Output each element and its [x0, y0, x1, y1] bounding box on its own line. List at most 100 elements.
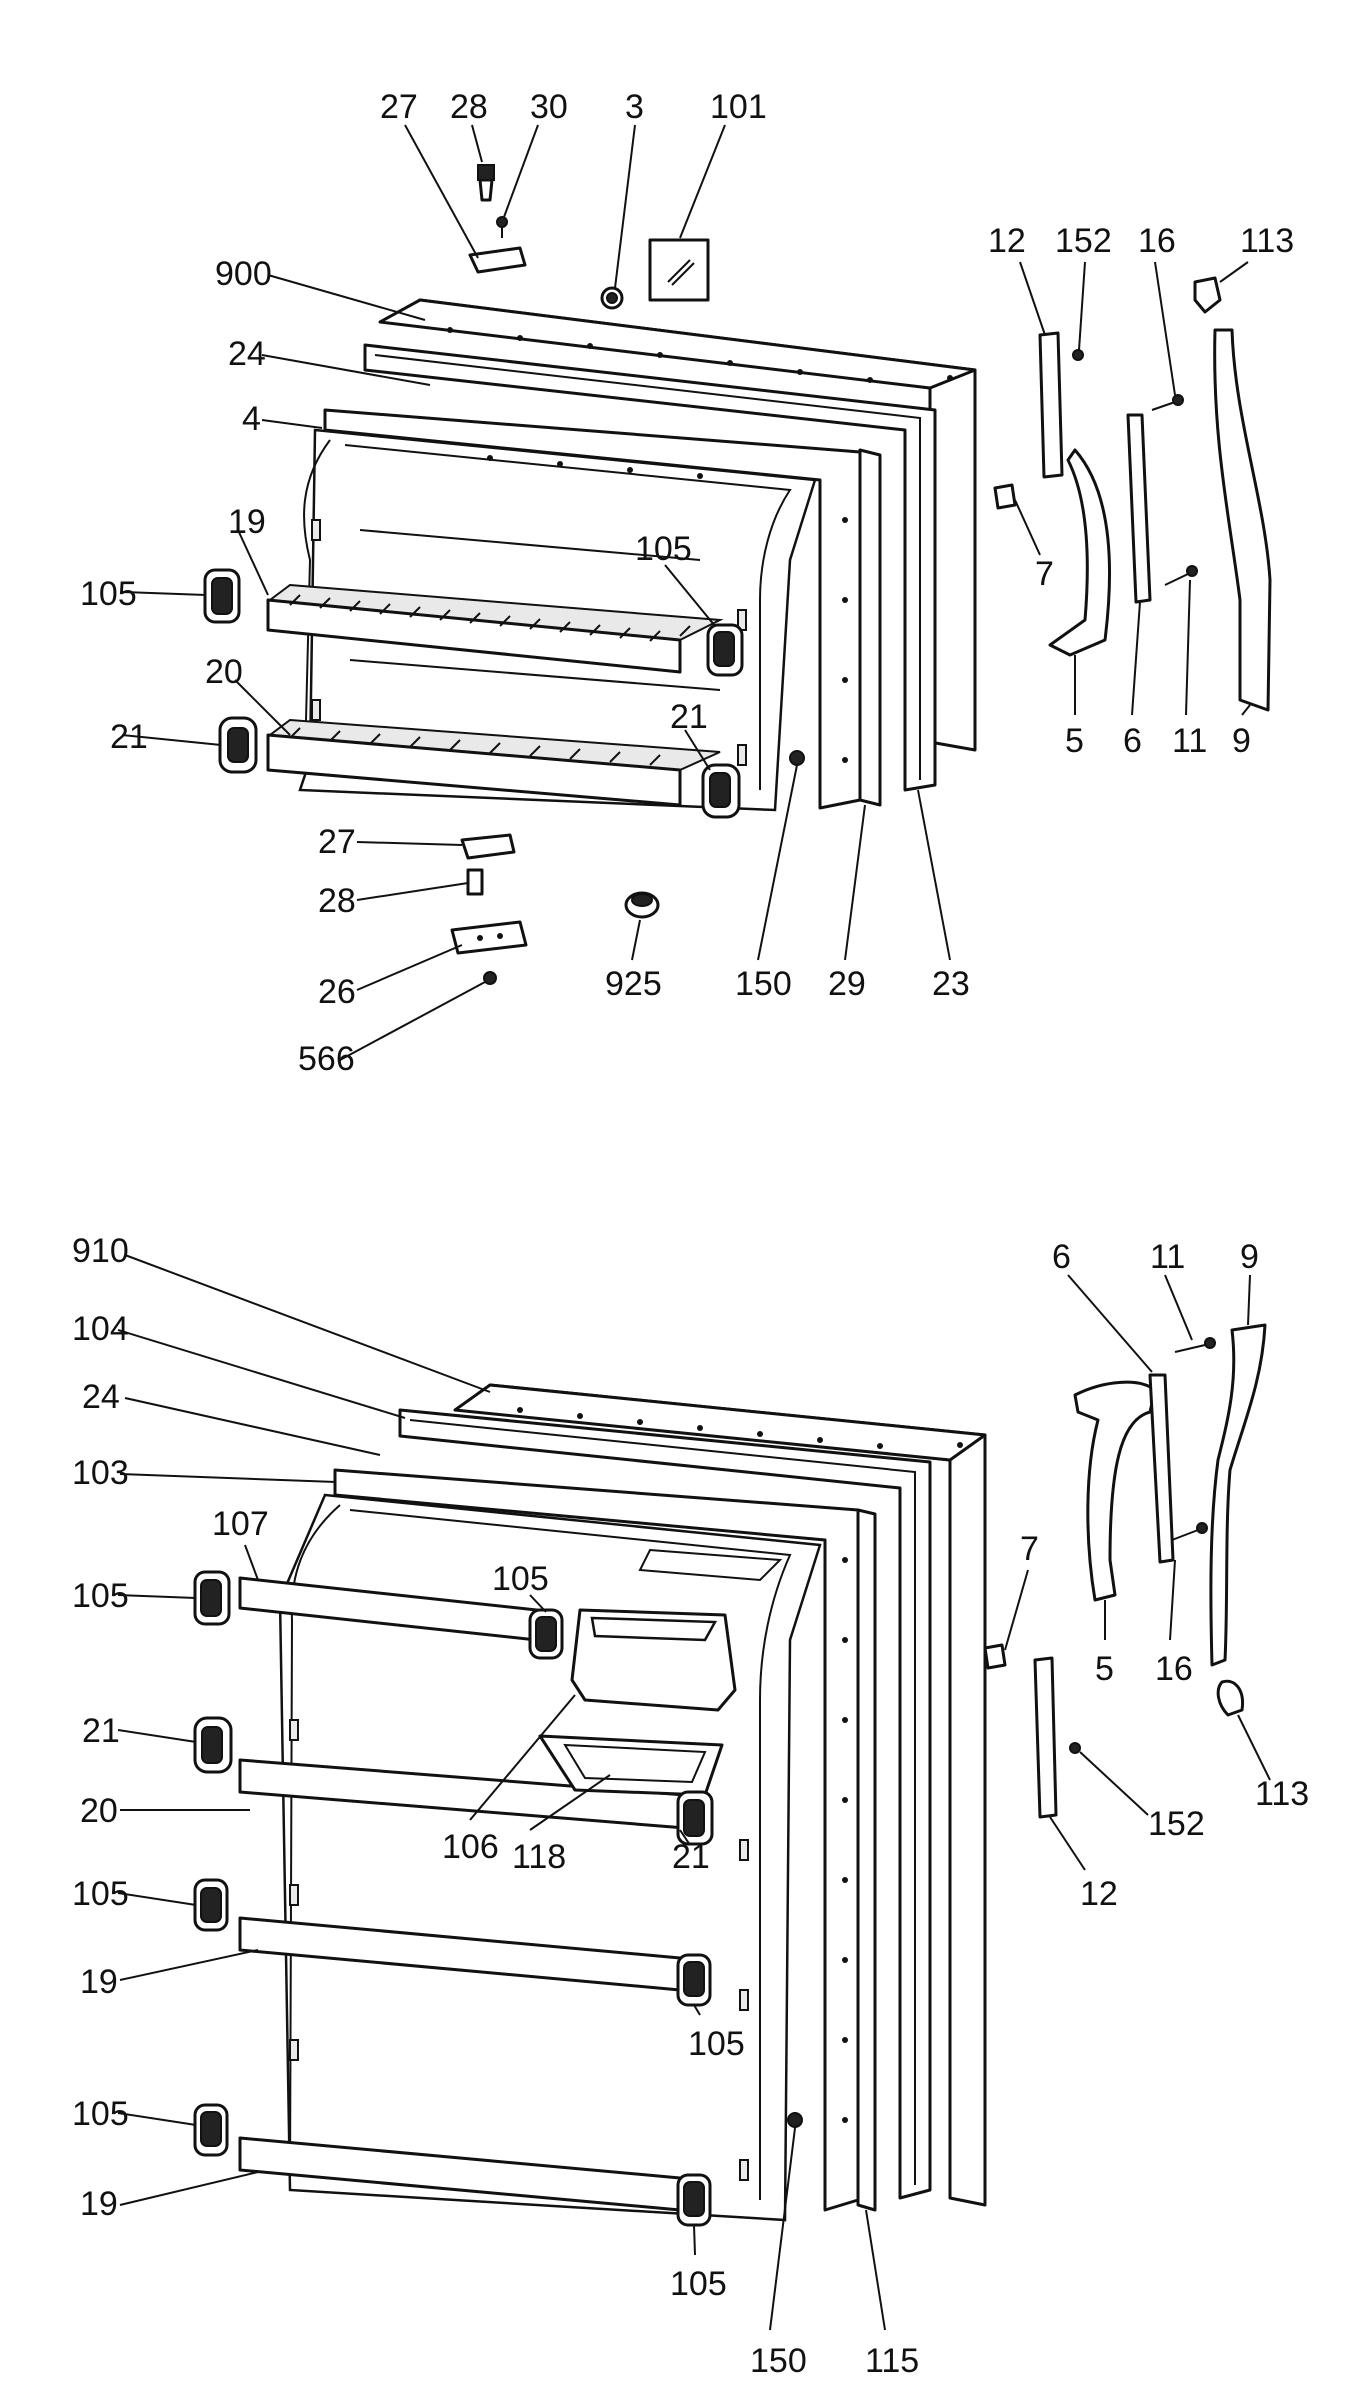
- lower-door-assembly: [117, 1254, 1271, 2331]
- screw-152-lower: [1069, 1742, 1081, 1754]
- callout-16-lower: 16: [1155, 1650, 1193, 1688]
- callout-30: 30: [530, 88, 568, 126]
- callout-152-lower: 152: [1148, 1805, 1205, 1843]
- handle-trim-9: [1213, 328, 1272, 712]
- callout-152: 152: [1055, 222, 1112, 260]
- trim-6-lower: [1148, 1373, 1175, 1564]
- callout-105-l4: 105: [72, 2095, 129, 2133]
- screw-566: [483, 971, 497, 985]
- callout-150-lower: 150: [750, 2342, 807, 2380]
- screw-150: [789, 750, 805, 766]
- callout-11: 11: [1172, 722, 1207, 760]
- callout-19-l2: 19: [80, 2185, 118, 2223]
- callout-12-lower: 12: [1080, 1875, 1118, 1913]
- callout-9: 9: [1232, 722, 1251, 760]
- callout-27: 27: [380, 88, 418, 126]
- shelf-end-cap-105b: [706, 623, 744, 677]
- callout-105-l6: 105: [670, 2265, 727, 2303]
- screw-30: [496, 216, 508, 238]
- callout-5-lower: 5: [1095, 1650, 1114, 1688]
- callout-4: 4: [242, 400, 261, 438]
- callout-104: 104: [72, 1310, 129, 1348]
- callout-7: 7: [1035, 555, 1054, 593]
- callout-28: 28: [450, 88, 488, 126]
- callout-150: 150: [735, 965, 792, 1003]
- cap-113: [1193, 276, 1222, 314]
- callout-113: 113: [1240, 222, 1294, 260]
- handle-bracket-12: [1038, 331, 1064, 479]
- handle-5: [1048, 448, 1112, 657]
- screw-16: [1151, 394, 1184, 411]
- callout-103: 103: [72, 1454, 129, 1492]
- callout-29: 29: [828, 965, 866, 1003]
- screw-16-lower: [1171, 1522, 1208, 1541]
- outer-door-panel-910: [453, 1383, 987, 2207]
- screw-11-lower: [1174, 1337, 1216, 1353]
- door-gasket-104: [398, 1408, 932, 2200]
- label-card-101: [648, 238, 710, 302]
- callout-105-a: 105: [80, 575, 137, 613]
- door-shelf-lower: [266, 718, 721, 807]
- callout-21-l1: 21: [82, 1712, 120, 1750]
- callout-16: 16: [1138, 222, 1176, 260]
- callout-925: 925: [605, 965, 662, 1003]
- callout-28-lower: 28: [318, 882, 356, 920]
- callout-105-l2: 105: [492, 1560, 549, 1598]
- callout-9-lower: 9: [1240, 1238, 1259, 1276]
- screw-150-lower: [787, 2112, 803, 2128]
- hinge-block-7-lower: [983, 1643, 1007, 1670]
- leader-lines-lower: [117, 1254, 1271, 2331]
- callout-115: 115: [865, 2342, 919, 2380]
- inner-door-liner-103: [278, 1468, 860, 2222]
- callout-105-l1: 105: [72, 1577, 129, 1615]
- callout-27-lower: 27: [318, 823, 356, 861]
- callout-19-l1: 19: [80, 1963, 118, 2001]
- upper-door-assembly: [121, 124, 1272, 1061]
- leader-lines-upper: [121, 124, 1251, 1061]
- hinge-block-7: [993, 483, 1017, 510]
- end-cap-105-a: [193, 1570, 231, 1626]
- handle-bracket-12-lower: [1033, 1656, 1058, 1819]
- hinge-plate-26: [450, 920, 528, 955]
- shelf-end-cap-105: [203, 568, 241, 624]
- callout-105-b: 105: [635, 530, 692, 568]
- plug-3: [600, 286, 624, 310]
- trim-6: [1126, 413, 1152, 604]
- door-gasket: [363, 343, 937, 792]
- callout-106: 106: [442, 1828, 499, 1866]
- screw-152: [1072, 349, 1084, 361]
- callout-6-lower: 6: [1052, 1238, 1071, 1276]
- handle-trim-9-lower: [1209, 1323, 1267, 1667]
- callout-21-a: 21: [110, 718, 148, 756]
- callout-20: 20: [205, 653, 243, 691]
- callout-101: 101: [710, 88, 767, 126]
- callout-19: 19: [228, 503, 266, 541]
- end-cap-105-b: [528, 1608, 564, 1660]
- end-cap-21-a: [193, 1716, 233, 1774]
- end-cap-105-d: [676, 1953, 712, 2007]
- bottom-hinge-bracket: [460, 833, 516, 860]
- end-cap-105-e: [193, 2103, 229, 2157]
- cap-113-lower: [1216, 1679, 1245, 1717]
- shelf-end-cap-21: [218, 716, 258, 774]
- callout-11-lower: 11: [1150, 1238, 1185, 1276]
- callout-24-lower: 24: [82, 1378, 120, 1416]
- top-hinge-bracket: [468, 246, 527, 274]
- callout-118: 118: [512, 1838, 566, 1876]
- plug-925: [624, 891, 660, 919]
- callout-105-l5: 105: [688, 2025, 745, 2063]
- breaker-strip: [858, 448, 882, 807]
- callout-3: 3: [625, 88, 644, 126]
- screw-11: [1164, 565, 1198, 586]
- callout-566: 566: [298, 1040, 355, 1078]
- shelf-end-cap-21b: [701, 763, 741, 819]
- end-cap-21-b: [676, 1790, 714, 1846]
- breaker-strip-115: [856, 1508, 877, 2212]
- hinge-pin-lower: [466, 868, 484, 896]
- callout-105-l3: 105: [72, 1875, 129, 1913]
- callout-6: 6: [1123, 722, 1142, 760]
- callout-21-l2: 21: [672, 1838, 710, 1876]
- callout-labels-lower: 910 104 24 103 107 105 105 21 20 105 19 …: [72, 1232, 1309, 2380]
- callout-23: 23: [932, 965, 970, 1003]
